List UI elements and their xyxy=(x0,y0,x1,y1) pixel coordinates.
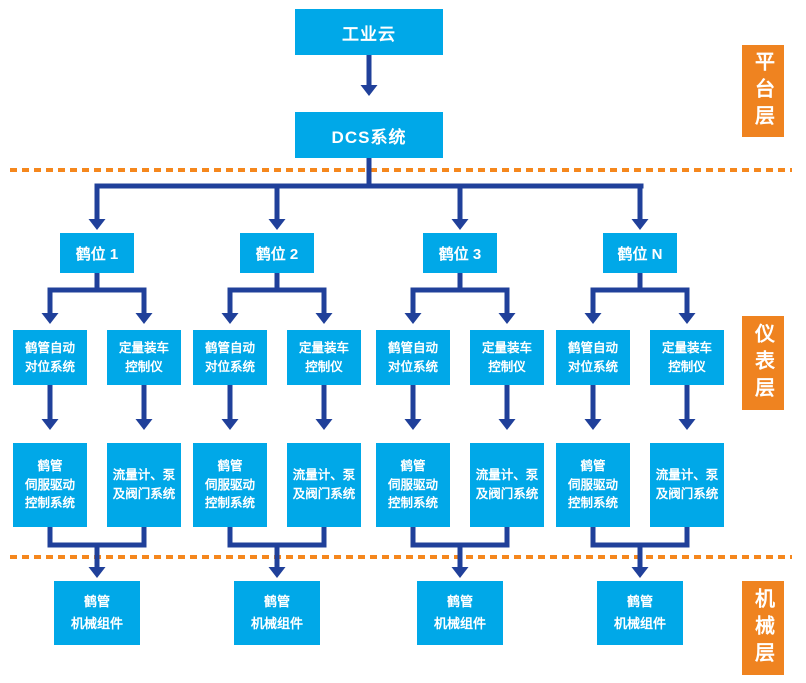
loading-position-box-1: 鹤位 1 xyxy=(60,233,134,273)
servo-drive-box-2: 鹤管 伺服驱动 控制系统 xyxy=(193,443,267,527)
flow-pump-valve-box-3: 流量计、泵 及阀门系统 xyxy=(470,443,544,527)
instrument-layer-label: 仪表层 xyxy=(742,316,784,410)
loading-position-box-4: 鹤位 N xyxy=(603,233,677,273)
platform-layer-label: 平台层 xyxy=(742,45,784,137)
loading-controller-box-3: 定量装车 控制仪 xyxy=(470,330,544,385)
servo-drive-box-3: 鹤管 伺服驱动 控制系统 xyxy=(376,443,450,527)
loading-position-box-3: 鹤位 3 xyxy=(423,233,497,273)
alignment-system-box-4: 鹤管自动 对位系统 xyxy=(556,330,630,385)
servo-drive-box-4: 鹤管 伺服驱动 控制系统 xyxy=(556,443,630,527)
alignment-system-box-1: 鹤管自动 对位系统 xyxy=(13,330,87,385)
servo-drive-box-1: 鹤管 伺服驱动 控制系统 xyxy=(13,443,87,527)
loading-controller-box-1: 定量装车 控制仪 xyxy=(107,330,181,385)
flow-pump-valve-box-4: 流量计、泵 及阀门系统 xyxy=(650,443,724,527)
mechanical-parts-box-1: 鹤管 机械组件 xyxy=(54,581,140,645)
dcs-system-box: DCS系统 xyxy=(295,112,443,158)
loading-controller-box-4: 定量装车 控制仪 xyxy=(650,330,724,385)
alignment-system-box-3: 鹤管自动 对位系统 xyxy=(376,330,450,385)
mechanical-parts-box-2: 鹤管 机械组件 xyxy=(234,581,320,645)
flow-pump-valve-box-2: 流量计、泵 及阀门系统 xyxy=(287,443,361,527)
alignment-system-box-2: 鹤管自动 对位系统 xyxy=(193,330,267,385)
flow-pump-valve-box-1: 流量计、泵 及阀门系统 xyxy=(107,443,181,527)
mechanical-parts-box-4: 鹤管 机械组件 xyxy=(597,581,683,645)
loading-controller-box-2: 定量装车 控制仪 xyxy=(287,330,361,385)
mechanical-parts-box-3: 鹤管 机械组件 xyxy=(417,581,503,645)
mechanical-layer-label: 机械层 xyxy=(742,581,784,675)
loading-position-box-2: 鹤位 2 xyxy=(240,233,314,273)
industrial-cloud-box: 工业云 xyxy=(295,9,443,55)
